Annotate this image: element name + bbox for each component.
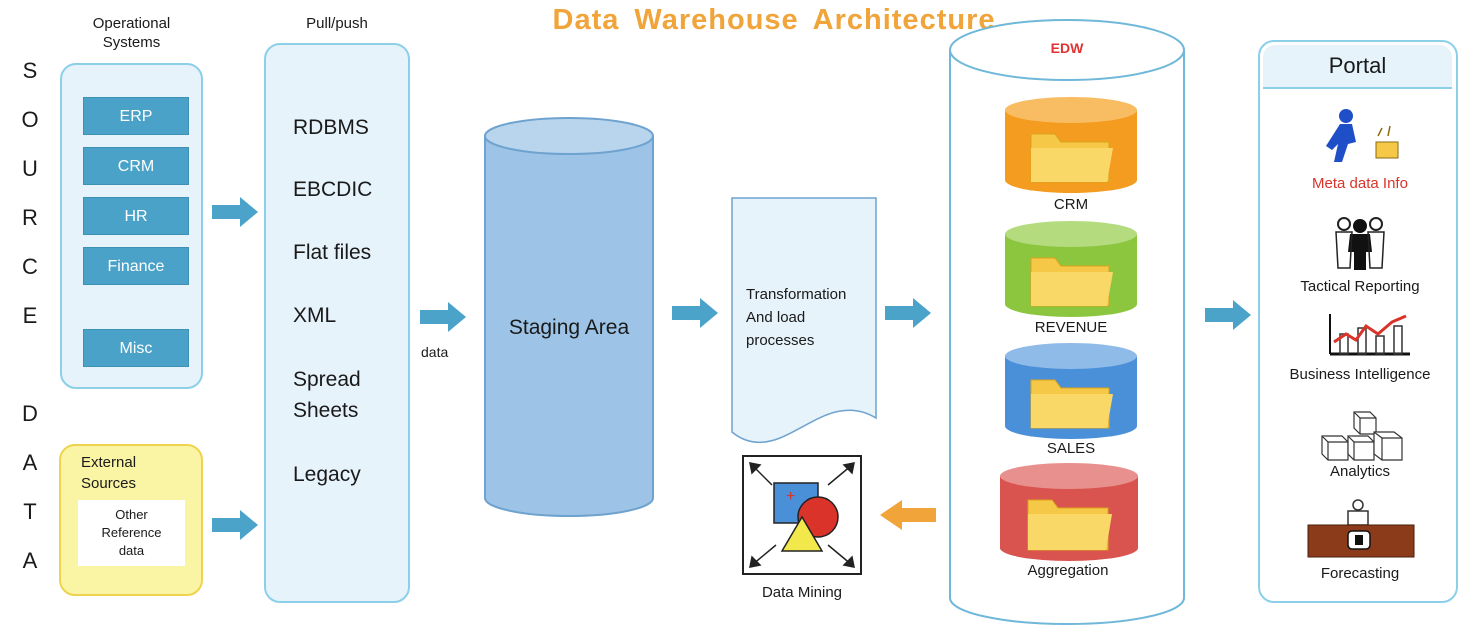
ops-item-finance: Finance <box>83 247 189 285</box>
sales-label: SALES <box>1046 440 1096 457</box>
source-letter: O <box>21 107 39 132</box>
external-sources-box: External Sources Other Reference data <box>59 444 203 596</box>
arrow-right-icon <box>1205 300 1251 330</box>
aggregation-label: Aggregation <box>1027 562 1109 579</box>
pull-item-sheets: Sheets <box>293 399 359 422</box>
pull-item-flat-files: Flat files <box>293 241 372 264</box>
svg-text:+: + <box>786 488 795 505</box>
data-label: data <box>421 344 449 360</box>
source-letter: S <box>22 58 38 83</box>
pull-item-rdbms: RDBMS <box>293 116 369 139</box>
arrow-right-icon <box>212 510 258 540</box>
pull-item-ebcdic: EBCDIC <box>293 178 373 201</box>
external-label: External Sources <box>81 454 137 492</box>
source-letter: T <box>23 499 37 524</box>
staging-area-label: Staging Area <box>508 316 630 339</box>
operational-systems-box: ERP CRM HR Finance Misc <box>60 63 203 389</box>
ops-item-erp: ERP <box>83 97 189 135</box>
source-letter: E <box>22 303 38 328</box>
sales-cylinder <box>1005 343 1137 439</box>
revenue-cylinder <box>1005 221 1137 317</box>
forecasting-label: Forecasting <box>1320 565 1400 582</box>
meta-data-icon <box>1326 109 1399 162</box>
source-letter: C <box>22 254 38 279</box>
reference-data-box: Other Reference data <box>78 500 185 566</box>
source-letter: U <box>22 156 38 181</box>
arrow-right-icon <box>420 302 466 332</box>
arrow-right-icon <box>672 298 718 328</box>
data-mining-label: Data Mining <box>761 584 843 601</box>
pull-item-legacy: Legacy <box>293 463 361 486</box>
tactical-reporting-label: Tactical Reporting <box>1300 278 1420 295</box>
pull-item-xml: XML <box>293 304 337 327</box>
business-intelligence-label: Business Intelligence <box>1289 366 1431 383</box>
pull-item-spread: Spread <box>293 368 361 391</box>
arrow-right-icon <box>212 197 258 227</box>
source-letter: A <box>22 450 38 475</box>
arrow-right-icon <box>885 298 931 328</box>
aggregation-cylinder <box>1000 463 1138 561</box>
crm-cylinder <box>1005 97 1137 193</box>
crm-label: CRM <box>1053 196 1089 213</box>
transformation-label: Transformation And load processes <box>746 286 847 349</box>
arrow-left-icon <box>880 500 936 530</box>
portal-box: Portal Meta data Info Tactical Reporting… <box>1258 40 1458 603</box>
source-letter: D <box>22 401 38 426</box>
revenue-label: REVENUE <box>1034 319 1108 336</box>
source-letter: A <box>22 548 38 573</box>
ops-item-misc: Misc <box>83 329 189 367</box>
analytics-label: Analytics <box>1329 463 1391 480</box>
pullpush-box: RDBMS EBCDIC Flat files XML Spread Sheet… <box>264 43 410 603</box>
meta-data-label: Meta data Info <box>1312 175 1408 192</box>
cubes-icon <box>1321 411 1403 461</box>
forecasting-icon <box>1307 499 1415 558</box>
operational-heading: Operational Systems <box>92 15 171 51</box>
portal-heading: Portal <box>1263 45 1452 89</box>
data-mining-icon: + <box>742 455 862 575</box>
ops-item-crm: CRM <box>83 147 189 185</box>
page-title: Data Warehouse Architecture <box>552 4 996 36</box>
people-icon <box>1335 217 1385 270</box>
chart-icon <box>1329 314 1410 356</box>
transformation-document <box>731 197 877 444</box>
ops-item-hr: HR <box>83 197 189 235</box>
staging-area-cylinder <box>484 117 654 517</box>
edw-label: EDW <box>1050 40 1084 56</box>
source-letter: R <box>22 205 38 230</box>
source-data-label: S O U R C E D A T A <box>18 58 42 597</box>
pullpush-heading: Pull/push <box>306 15 368 32</box>
